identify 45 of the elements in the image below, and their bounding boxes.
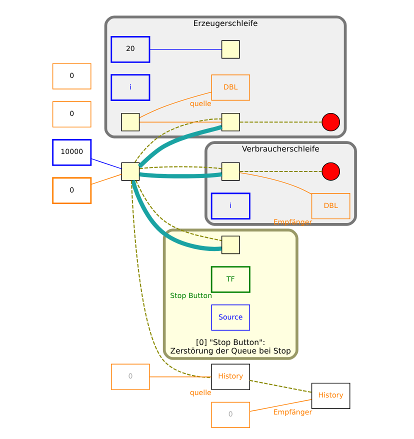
node-box: TF	[210, 266, 250, 293]
connector	[140, 166, 222, 170]
connector	[139, 172, 222, 178]
node-box: 0	[52, 101, 92, 128]
node-box: 20	[110, 36, 150, 63]
node-box: History	[311, 382, 350, 409]
node-box: DBL	[311, 193, 350, 220]
node-box: 0	[52, 63, 92, 90]
node-box: DBL	[211, 74, 250, 101]
connector	[90, 158, 122, 170]
connector	[130, 180, 222, 252]
node-box	[221, 112, 240, 132]
node-label: quelle	[190, 98, 212, 108]
node-circle	[322, 112, 340, 132]
node-box: i	[210, 192, 250, 220]
node-box: i	[110, 74, 150, 101]
connector	[240, 122, 322, 123]
node-box	[121, 112, 140, 132]
connector	[240, 171, 322, 172]
connector	[134, 118, 222, 163]
node-box	[121, 162, 140, 181]
connector	[149, 49, 222, 50]
node-label: quelle	[190, 388, 212, 398]
connector	[139, 92, 212, 118]
node-box	[221, 40, 240, 59]
node-box: 0	[211, 402, 250, 428]
connector	[149, 376, 212, 378]
node-box: History	[211, 364, 250, 390]
node-label: Stop Button	[170, 290, 212, 300]
node-label: Empfänger	[273, 217, 312, 226]
node-box: 0	[52, 177, 92, 204]
connector	[135, 180, 222, 242]
connector	[239, 172, 312, 195]
node-box	[221, 236, 240, 254]
node-box: 0	[111, 364, 150, 390]
node-box: 10000	[52, 139, 92, 166]
node-box	[221, 162, 240, 181]
node-box: Source	[211, 304, 250, 331]
connector	[130, 180, 212, 378]
connector	[90, 174, 122, 185]
connector	[250, 380, 312, 393]
connector	[138, 124, 222, 168]
node-circle	[322, 162, 340, 181]
connector	[249, 399, 312, 412]
node-label: Empfänger	[273, 407, 312, 416]
